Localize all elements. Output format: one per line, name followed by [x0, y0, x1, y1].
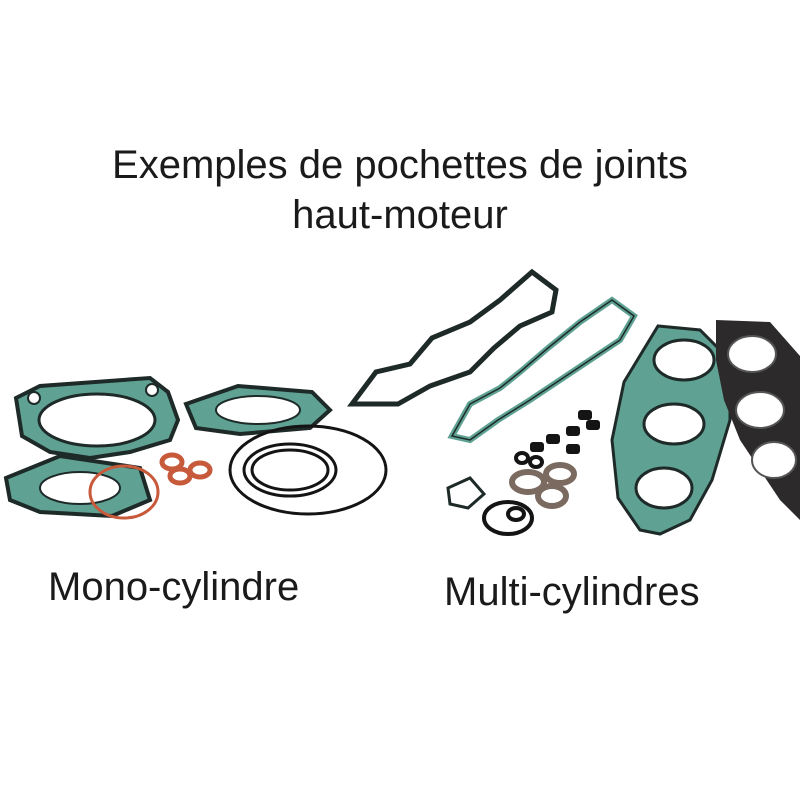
page-title: Exemples de pochettes de joints haut-mot…	[0, 140, 800, 240]
black-small-rings	[482, 451, 544, 536]
copper-ring	[88, 464, 160, 520]
multi-cylinder-gaskets	[347, 268, 800, 536]
cam-cover-gasket-1	[347, 268, 559, 407]
mono-cylinder-gaskets	[3, 375, 388, 520]
small-square-gasket	[446, 476, 487, 510]
title-line-2: haut-moteur	[292, 193, 508, 237]
small-o-ring	[250, 448, 330, 492]
title-line-1: Exemples de pochettes de joints	[112, 143, 688, 187]
multi-cylinder-caption: Multi-cylindres	[444, 570, 700, 614]
oil-seals	[509, 462, 577, 509]
large-o-ring	[228, 424, 388, 516]
copper-washers	[159, 452, 213, 486]
valve-stem-seals	[530, 410, 600, 454]
mono-cylinder-caption: Mono-cylindre	[48, 565, 300, 609]
cam-cover-gasket-2	[447, 296, 638, 444]
medium-o-ring	[242, 442, 338, 498]
